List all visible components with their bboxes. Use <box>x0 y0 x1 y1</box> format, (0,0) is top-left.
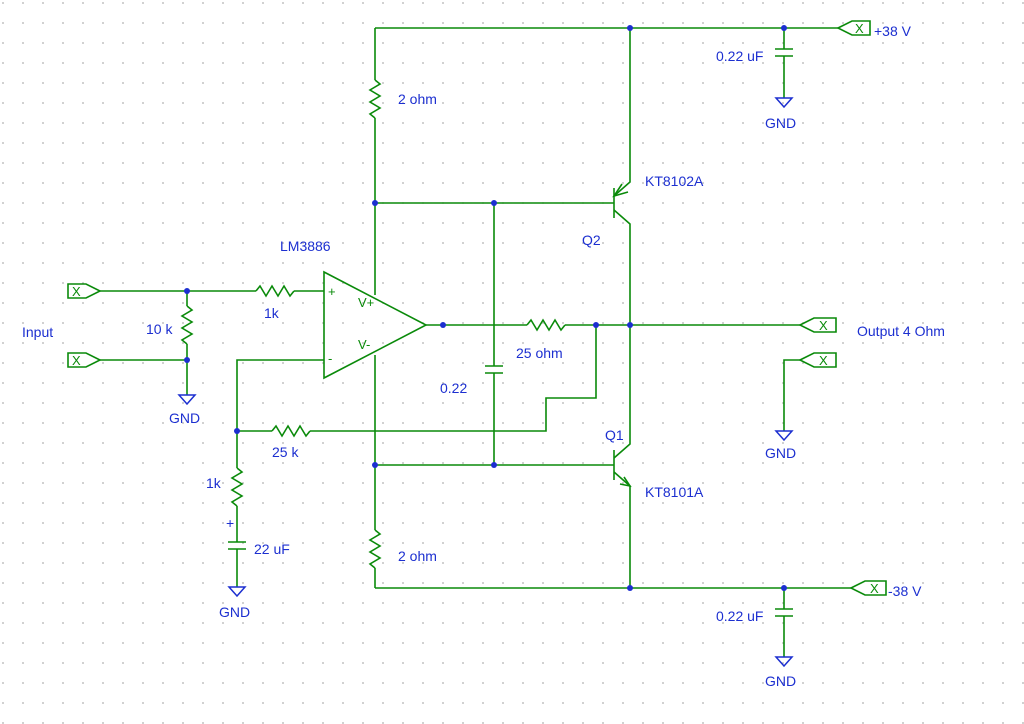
r-1k-fb-label: 1k <box>206 475 222 491</box>
cap-top <box>775 28 793 98</box>
cap-022 <box>485 203 503 465</box>
output-port[interactable]: X <box>798 317 837 333</box>
resistor-25ohm <box>526 318 566 332</box>
junction-nodes <box>184 25 787 591</box>
output-gnd-port[interactable]: X <box>798 352 837 368</box>
port-mark: X <box>855 21 864 36</box>
r-top-label: 2 ohm <box>398 91 437 107</box>
cap-bottom <box>775 588 793 657</box>
resistor-1k-input <box>255 284 295 298</box>
negative-rail <box>374 568 851 589</box>
port-mark: X <box>72 284 81 299</box>
r-1k-in-label: 1k <box>264 305 280 321</box>
r-bottom-label: 2 ohm <box>398 548 437 564</box>
gnd-output-label: GND <box>765 445 796 461</box>
transistor-q1 <box>613 325 632 588</box>
cap-22uf-polarity: + <box>226 515 234 531</box>
resistor-1k-feedback <box>230 467 244 507</box>
supply-pos-port[interactable]: X <box>836 20 871 36</box>
resistor-25k <box>271 424 311 438</box>
port-mark: X <box>870 581 879 596</box>
gnd-output-symbol <box>774 430 794 442</box>
q1-ref-label: Q1 <box>605 427 624 443</box>
gnd-22uf-label: GND <box>219 604 250 620</box>
cap-top-label: 0.22 uF <box>716 48 763 64</box>
resistor-2ohm-bottom <box>368 529 382 569</box>
resistor-2ohm-top <box>368 79 382 119</box>
input-port-1[interactable]: X <box>67 283 102 299</box>
q1-part-label: KT8101A <box>645 484 704 500</box>
opamp-pin-plus: + <box>328 284 336 299</box>
opamp-lm3886 <box>323 270 428 380</box>
r-25ohm-label: 25 ohm <box>516 345 563 361</box>
q2-ref-label: Q2 <box>582 232 601 248</box>
cap-022-label: 0.22 <box>440 380 467 396</box>
supply-pos-label: +38 V <box>874 23 912 39</box>
resistor-10k <box>180 305 194 345</box>
opamp-pin-vminus: V- <box>358 337 370 352</box>
output-label: Output 4 Ohm <box>857 323 945 339</box>
q2-part-label: KT8102A <box>645 173 704 189</box>
supply-neg-port[interactable]: X <box>849 580 887 596</box>
positive-rail <box>374 27 838 80</box>
input-port-2[interactable]: X <box>67 352 102 368</box>
cap-22uf-label: 22 uF <box>254 541 290 557</box>
cap-22uf <box>228 541 246 587</box>
gnd-cap-top-symbol <box>774 97 794 109</box>
gnd-cap-bottom-label: GND <box>765 673 796 689</box>
port-mark: X <box>819 353 828 368</box>
port-mark: X <box>819 318 828 333</box>
input-label: Input <box>22 324 53 340</box>
opamp-label: LM3886 <box>280 238 331 254</box>
gnd-cap-top-label: GND <box>765 115 796 131</box>
opamp-pin-minus: - <box>328 351 332 366</box>
gnd-cap-bottom-symbol <box>774 656 794 668</box>
transistor-q2 <box>612 28 631 325</box>
port-mark: X <box>72 353 81 368</box>
r-10k-label: 10 k <box>146 321 173 337</box>
gnd-input-label: GND <box>169 410 200 426</box>
gnd-22uf-symbol <box>227 586 247 598</box>
supply-neg-label: -38 V <box>888 583 922 599</box>
cap-bottom-label: 0.22 uF <box>716 608 763 624</box>
wire-output-gnd <box>783 359 800 431</box>
gnd-input-symbol <box>177 394 197 406</box>
r-25k-label: 25 k <box>272 444 299 460</box>
opamp-pin-vplus: V+ <box>358 295 374 310</box>
wire-feedback <box>310 325 597 432</box>
